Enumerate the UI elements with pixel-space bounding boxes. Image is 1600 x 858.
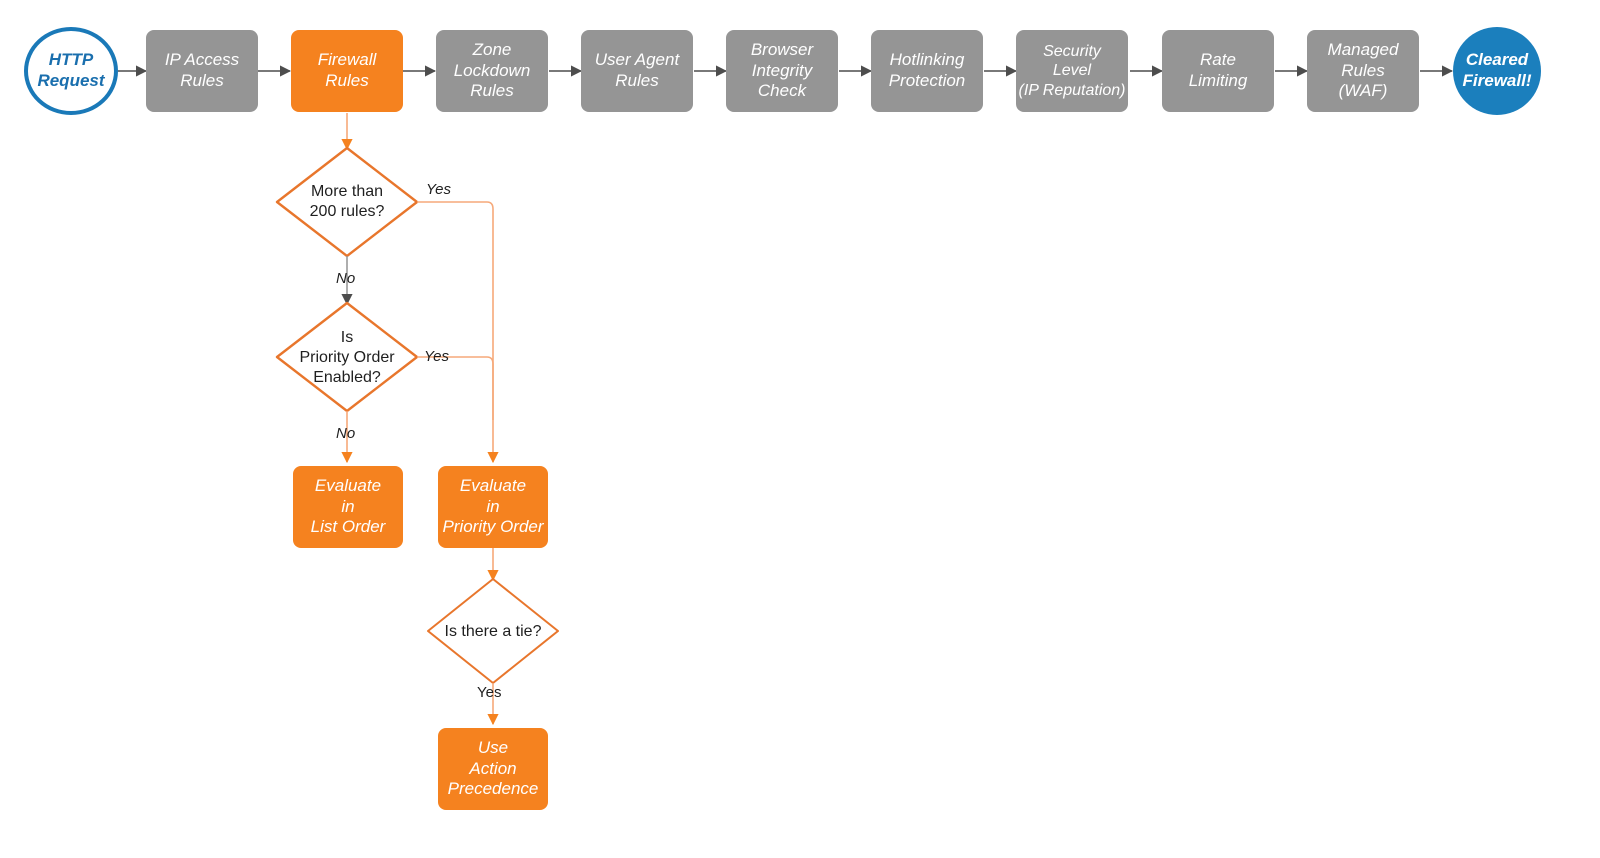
pipeline-step-rate-limiting[interactable]: Rate Limiting xyxy=(1162,30,1274,112)
pipeline-step-browser-integrity-check[interactable]: Browser Integrity Check xyxy=(726,30,838,112)
outcome-label: Use Action Precedence xyxy=(447,737,539,799)
edge-label-d1-yes: Yes xyxy=(426,181,452,198)
edge-label-d2-yes: Yes xyxy=(424,348,450,365)
pipeline-step-firewall-rules[interactable]: Firewall Rules xyxy=(291,30,403,112)
decision-label: More than 200 rules? xyxy=(309,183,385,220)
decision-more-than-200-rules[interactable]: More than 200 rules? xyxy=(277,172,417,232)
pipeline-step-user-agent-rules[interactable]: User Agent Rules xyxy=(581,30,693,112)
edge-label-d2-no: No xyxy=(336,425,356,442)
pipeline-step-zone-lockdown-rules[interactable]: Zone Lockdown Rules xyxy=(436,30,548,112)
pipeline-step-label: Security Level (IP Reputation) xyxy=(1018,42,1126,99)
pipeline-step-managed-rules-waf[interactable]: Managed Rules (WAF) xyxy=(1307,30,1419,112)
pipeline-step-hotlinking-protection[interactable]: Hotlinking Protection xyxy=(871,30,983,112)
pipeline-step-label: Browser Integrity Check xyxy=(750,39,814,101)
edge-label-d3-yes: Yes xyxy=(477,684,502,701)
decision-is-priority-order-enabled[interactable]: Is Priority Order Enabled? xyxy=(272,323,422,393)
pipeline-step-security-level[interactable]: Security Level (IP Reputation) xyxy=(1016,30,1128,112)
outcome-use-action-precedence[interactable]: Use Action Precedence xyxy=(438,728,548,810)
pipeline-step-label: Zone Lockdown Rules xyxy=(453,39,531,101)
pipeline-step-label: Managed Rules (WAF) xyxy=(1327,39,1399,101)
pipeline-step-label: Firewall Rules xyxy=(317,50,377,90)
outcome-evaluate-in-priority-order[interactable]: Evaluate in Priority Order xyxy=(438,466,548,548)
outcome-label: Evaluate in List Order xyxy=(310,475,386,537)
pipeline-step-label: Rate Limiting xyxy=(1188,50,1248,90)
pipeline-step-label: Hotlinking Protection xyxy=(888,50,966,90)
decision-is-there-a-tie[interactable]: Is there a tie? xyxy=(423,612,563,652)
start-terminator-label: HTTP Request xyxy=(37,50,105,90)
end-terminator-label: Cleared Firewall! xyxy=(1462,50,1532,90)
edge-label-d1-no: No xyxy=(336,270,356,287)
decision-label: Is there a tie? xyxy=(444,623,542,640)
end-terminator-cleared-firewall[interactable]: Cleared Firewall! xyxy=(1453,27,1541,115)
start-terminator-http-request[interactable]: HTTP Request xyxy=(24,27,118,115)
pipeline-step-ip-access-rules[interactable]: IP Access Rules xyxy=(146,30,258,112)
outcome-label: Evaluate in Priority Order xyxy=(442,475,544,537)
pipeline-step-label: IP Access Rules xyxy=(164,50,240,90)
outcome-evaluate-in-list-order[interactable]: Evaluate in List Order xyxy=(293,466,403,548)
decision-label: Is Priority Order Enabled? xyxy=(299,329,395,386)
pipeline-step-label: User Agent Rules xyxy=(594,50,680,90)
